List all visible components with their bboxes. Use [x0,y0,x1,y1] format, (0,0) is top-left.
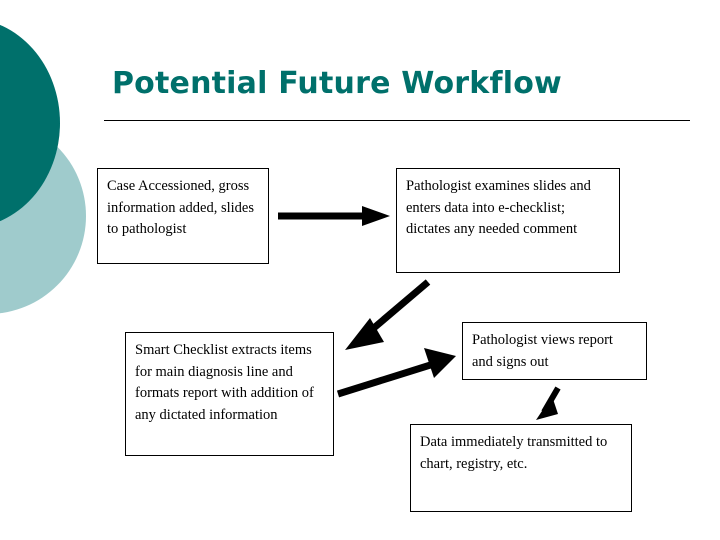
light-teal-circle-decoration [0,118,86,314]
flow-box-smart-checklist: Smart Checklist extracts items for main … [125,332,334,456]
flow-box-data-transmitted: Data immediately transmitted to chart, r… [410,424,632,512]
arrow-down-left-icon-views-to-transmit [536,386,561,420]
dark-teal-circle-decoration [0,18,60,228]
flow-box-case-accessioned: Case Accessioned, gross information adde… [97,168,269,264]
flow-box-pathologist-examines: Pathologist examines slides and enters d… [396,168,620,273]
title-underline-rule [104,120,690,121]
slide-title: Potential Future Workflow [112,66,562,101]
arrow-down-left-icon-examine-to-checklist [345,279,431,350]
arrow-up-right-icon-checklist-to-views [336,348,456,398]
flow-box-pathologist-views: Pathologist views report and signs out [462,322,647,380]
arrow-right-icon-accession-to-examine [278,206,390,226]
